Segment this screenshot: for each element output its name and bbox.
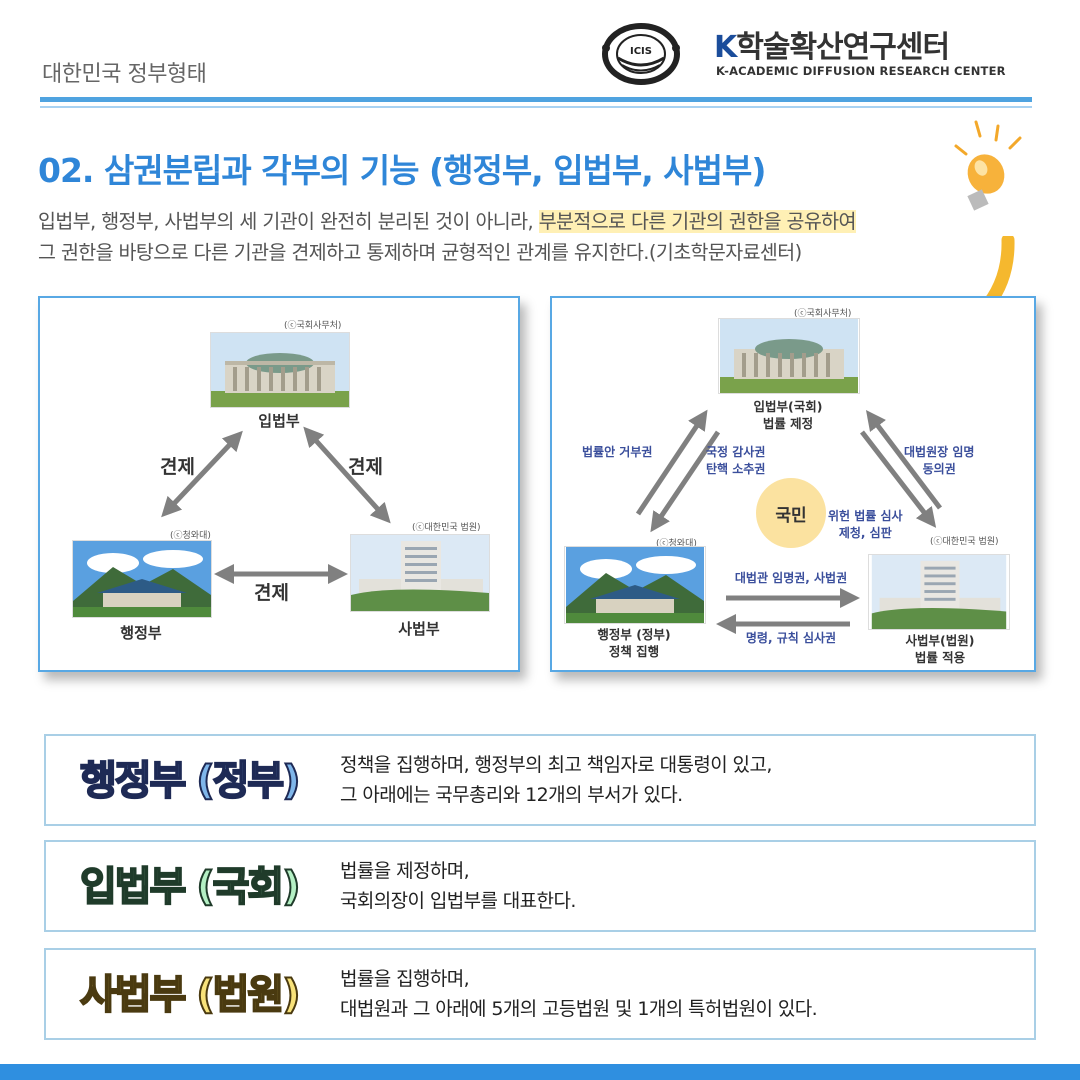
appoint-label: 대법관 임명권, 사법권 [734,571,848,585]
review-label-2: 제청, 심판 [838,526,892,540]
info-title-legislature: 입법부 (국회) [79,863,301,911]
intro-paragraph: 입법부, 행정부, 사법부의 세 기관이 완전히 분리된 것이 아니라, 부분적… [38,206,1048,268]
header-rule [40,97,1032,102]
executive-name: 행정부 (정부) [597,627,671,642]
executive-label-right: 행정부 (정부) 정책 집행 [582,626,686,660]
intro-highlight: 부분적으로 다른 기관의 권한을 공유하여 [538,210,856,233]
judiciary-photo-credit: (ⓒ대한민국 법원) [412,523,481,533]
logo-name: 학술확산연구센터 [736,30,950,65]
power-arrows [635,409,942,634]
info-desc-line: 법률을 집행하며, [340,968,470,990]
check-arrow-right [303,426,391,524]
judiciary-name: 사법부(법원) [905,633,975,648]
info-title-judiciary: 사법부 (법원) [79,971,301,1019]
executive-role: 정책 집행 [608,644,660,659]
logo-title: K학술확산연구센터 [714,22,950,66]
arrow-audit [650,430,721,533]
judiciary-label-right: 사법부(법원) 법률 적용 [888,632,992,666]
national-assembly-photo-right [718,318,860,394]
check-label-right: 견제 [348,456,383,478]
executive-label: 행정부 [120,624,162,642]
info-desc-line: 국회의장이 입법부를 대표한다. [340,890,576,912]
info-desc-line: 대법원과 그 아래에 5개의 고등법원 및 1개의 특허법원이 있다. [340,998,818,1020]
info-title-executive: 행정부 (정부) [79,757,301,805]
judiciary-label: 사법부 [398,620,440,638]
intro-text-1: 입법부, 행정부, 사법부의 세 기관이 완전히 분리된 것이 아니라, [38,210,539,233]
national-assembly-photo [210,332,350,408]
executive-photo-credit: (ⓒ청와대) [170,531,211,541]
logo-k-letter: K [714,30,737,65]
info-box-legislature: 입법부 (국회) 법률을 제정하며, 국회의장이 입법부를 대표한다. [44,840,1036,932]
audit-label-1: 국정 감사권 [706,445,766,459]
legislature-label: 입법부 [258,412,300,430]
executive-photo-credit-right: (ⓒ청와대) [656,539,697,549]
audit-label-2: 탄핵 소추권 [706,462,766,476]
page-category-label: 대한민국 정부형태 [42,62,207,87]
arrow-review [860,430,937,528]
supreme-court-photo [350,534,490,612]
separation-of-powers-diagram: (ⓒ국회사무처) 입법부 (ⓒ청와대) 행정부 (ⓒ대한민국 법원) 사법부 [38,296,520,672]
info-desc-line: 법률을 제정하며, [340,860,470,882]
logo-subtitle: K-ACADEMIC DIFFUSION RESEARCH CENTER [716,64,1006,78]
people-circle: 국민 [756,478,826,548]
info-desc-line: 정책을 집행하며, 행정부의 최고 책임자로 대통령이 있고, [340,754,772,776]
chief-justice-label-2: 동의권 [922,462,956,476]
chief-justice-label-1: 대법원장 임명 [904,445,975,459]
veto-label: 법률안 거부권 [582,445,653,459]
audit-labels: 국정 감사권 탄핵 소추권 [706,444,765,478]
footer-bar [0,1064,1080,1080]
assembly-photo-credit: (ⓒ국회사무처) [794,309,852,319]
order-review-label: 명령, 규칙 심사권 [745,631,837,645]
legislature-role: 법률 제정 [762,416,814,431]
review-label-1: 위헌 법률 심사 [828,509,903,523]
arrow-chief-justice [865,410,942,510]
logo-badge-text: ICIS [630,46,652,57]
check-label-bottom: 견제 [254,582,289,604]
blue-house-photo-right [564,546,706,624]
legislature-photo-credit: (ⓒ국회사무처) [284,321,342,331]
check-label-left: 견제 [160,456,195,478]
legislature-name: 입법부(국회) [753,399,823,414]
info-desc-judiciary: 법률을 집행하며, 대법원과 그 아래에 5개의 고등법원 및 1개의 특허법원… [340,964,818,1024]
blue-house-photo [72,540,212,618]
judiciary-role: 법률 적용 [914,650,966,665]
arrow-veto [635,409,708,516]
checks-and-balances-diagram: (ⓒ국회사무처) 입법부(국회) 법률 제정 (ⓒ청와대) 행정부 (정부) 정… [550,296,1036,672]
intro-text-2: 그 권한을 바탕으로 다른 기관을 견제하고 통제하며 균형적인 관계를 유지한… [38,241,802,264]
info-box-executive: 행정부 (정부) 정책을 집행하며, 행정부의 최고 책임자로 대통령이 있고,… [44,734,1036,826]
info-desc-legislature: 법률을 제정하며, 국회의장이 입법부를 대표한다. [340,856,576,916]
check-arrows [161,426,391,584]
check-arrow-left [161,430,243,518]
supreme-court-photo-right [868,554,1010,630]
review-labels: 위헌 법률 심사 제청, 심판 [828,508,903,542]
header-rule-thin [40,106,1032,108]
court-photo-credit-right: (ⓒ대한민국 법원) [930,537,999,547]
info-desc-executive: 정책을 집행하며, 행정부의 최고 책임자로 대통령이 있고, 그 아래에는 국… [340,750,772,810]
info-box-judiciary: 사법부 (법원) 법률을 집행하며, 대법원과 그 아래에 5개의 고등법원 및… [44,948,1036,1040]
info-desc-line: 그 아래에는 국무총리와 12개의 부서가 있다. [340,784,683,806]
lightbulb-icon [954,120,1022,211]
chief-justice-labels: 대법원장 임명 동의권 [904,444,974,478]
page-title: 02. 삼권분립과 각부의 기능 (행정부, 입법부, 사법부) [38,151,766,190]
icis-logo-icon: ICIS [602,23,680,85]
legislature-label-right: 입법부(국회) 법률 제정 [738,398,838,432]
